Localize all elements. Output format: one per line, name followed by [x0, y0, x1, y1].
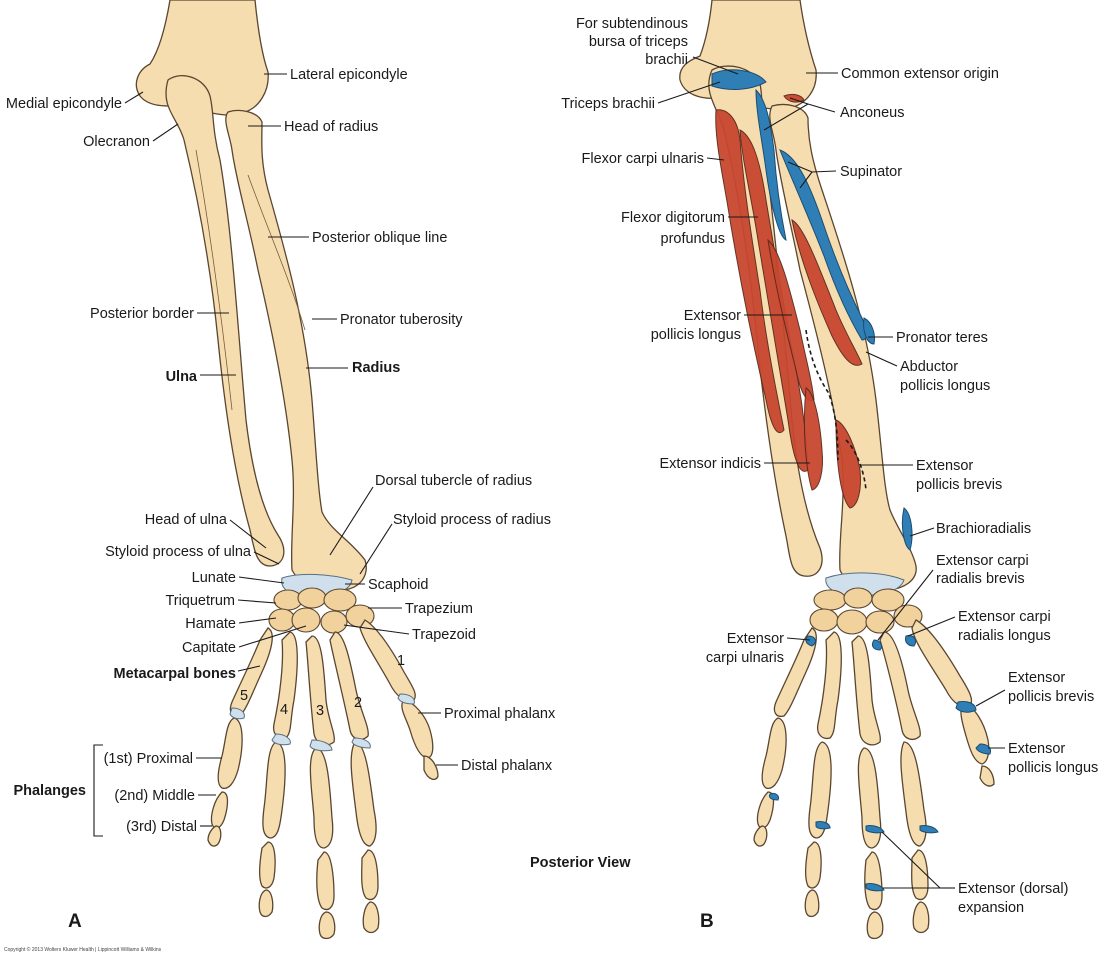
ulna-a — [165, 75, 285, 567]
label-epl-lower-line1: Extensor — [1008, 741, 1065, 757]
panel-b-illustration — [679, 0, 995, 940]
label-medial-epicondyle: Medial epicondyle — [6, 96, 122, 112]
brachioradialis-insertion — [901, 507, 913, 551]
carpals-a — [268, 573, 375, 634]
panel-a-letter: A — [68, 911, 82, 932]
label-distal-phalanx: Distal phalanx — [461, 758, 553, 774]
hand-bones-b — [753, 619, 995, 940]
label-brachioradialis: Brachioradialis — [936, 521, 1031, 537]
label-expansion-line2: expansion — [958, 900, 1024, 916]
label-epb-upper-line1: Extensor — [916, 458, 973, 474]
digit-5-number: 5 — [240, 688, 248, 704]
label-styloid-radius: Styloid process of radius — [393, 512, 551, 528]
flexor-carpi-ulnaris-area — [715, 109, 785, 433]
label-pronator-tuberosity: Pronator tuberosity — [340, 312, 463, 328]
label-epl-lower-line2: pollicis longus — [1008, 760, 1098, 776]
label-extensor-indicis: Extensor indicis — [659, 456, 761, 472]
panel-a-leaders — [93, 73, 458, 837]
label-apl-line1: Abductor — [900, 359, 958, 375]
label-flexor-carpi-ulnaris: Flexor carpi ulnaris — [582, 151, 705, 167]
label-ecu-line1: Extensor — [727, 631, 784, 647]
label-ecu-line2: carpi ulnaris — [706, 650, 784, 666]
label-posterior-oblique-line: Posterior oblique line — [312, 230, 447, 246]
extensor-pollicis-brevis-area — [835, 419, 861, 509]
oblique-line-a — [247, 174, 306, 331]
label-epb-upper-line2: pollicis brevis — [916, 477, 1002, 493]
label-head-of-radius: Head of radius — [284, 119, 378, 135]
digit-4-number: 4 — [280, 702, 288, 718]
abductor-pollicis-longus-area — [791, 219, 863, 366]
label-ecrl-line2: radialis longus — [958, 628, 1051, 644]
panel-a-illustration — [135, 0, 439, 940]
label-subtendinous-bursa-line2: bursa of triceps — [589, 34, 688, 50]
label-triceps-brachii: Triceps brachii — [561, 96, 655, 112]
label-posterior-border: Posterior border — [90, 306, 194, 322]
label-triquetrum: Triquetrum — [165, 593, 235, 609]
common-extensor-origin — [783, 93, 805, 103]
label-olecranon: Olecranon — [83, 134, 150, 150]
label-second-middle: (2nd) Middle — [114, 788, 195, 804]
label-head-of-ulna: Head of ulna — [145, 512, 228, 528]
label-fdp-line1: Flexor digitorum — [621, 210, 725, 226]
panel-b-leaders — [657, 56, 1006, 889]
extensor-indicis-area — [803, 387, 823, 491]
label-epl-upper-line2: pollicis longus — [651, 327, 741, 343]
label-anconeus: Anconeus — [840, 105, 905, 121]
label-third-distal: (3rd) Distal — [126, 819, 197, 835]
label-radius: Radius — [352, 360, 400, 376]
label-lunate: Lunate — [192, 570, 236, 586]
view-title: Posterior View — [530, 855, 631, 871]
label-scaphoid: Scaphoid — [368, 577, 428, 593]
label-common-extensor-origin: Common extensor origin — [841, 66, 999, 82]
radius-a — [225, 109, 367, 591]
digit-1-number: 1 — [397, 653, 405, 669]
label-subtendinous-bursa-line3: brachii — [645, 52, 688, 68]
label-ecrl-line1: Extensor carpi — [958, 609, 1051, 625]
label-pronator-teres: Pronator teres — [896, 330, 988, 346]
label-apl-line2: pollicis longus — [900, 378, 990, 394]
label-fdp-line2: profundus — [661, 231, 726, 247]
label-ecrb-line1: Extensor carpi — [936, 553, 1029, 569]
label-trapezoid: Trapezoid — [412, 627, 476, 643]
label-capitate: Capitate — [182, 640, 236, 656]
label-trapezium: Trapezium — [405, 601, 473, 617]
label-expansion-line1: Extensor (dorsal) — [958, 881, 1068, 897]
label-ecrb-line2: radialis brevis — [936, 571, 1025, 587]
hand-bones-a — [207, 619, 439, 940]
ulna-border-a — [195, 149, 233, 411]
label-dorsal-tubercle: Dorsal tubercle of radius — [375, 473, 532, 489]
label-proximal-phalanx: Proximal phalanx — [444, 706, 556, 722]
label-subtendinous-bursa-line1: For subtendinous — [576, 16, 688, 32]
label-phalanges: Phalanges — [13, 783, 86, 799]
label-metacarpal-bones: Metacarpal bones — [114, 666, 237, 682]
label-lateral-epicondyle: Lateral epicondyle — [290, 67, 408, 83]
label-supinator: Supinator — [840, 164, 902, 180]
label-first-proximal: (1st) Proximal — [104, 751, 193, 767]
triceps-insertion — [711, 69, 767, 90]
label-ulna: Ulna — [166, 369, 198, 385]
label-styloid-ulna: Styloid process of ulna — [105, 544, 252, 560]
label-epl-upper-line1: Extensor — [684, 308, 741, 324]
digit-3-number: 3 — [316, 703, 324, 719]
panel-b-letter: B — [700, 911, 714, 932]
anconeus-insertion — [755, 88, 787, 241]
copyright-notice: Copyright © 2013 Wolters Kluwer Health |… — [4, 946, 162, 953]
label-epb-lower-line1: Extensor — [1008, 670, 1065, 686]
carpals-b — [809, 572, 923, 635]
digit-2-number: 2 — [354, 695, 362, 711]
label-epb-lower-line2: pollicis brevis — [1008, 689, 1094, 705]
label-hamate: Hamate — [185, 616, 236, 632]
